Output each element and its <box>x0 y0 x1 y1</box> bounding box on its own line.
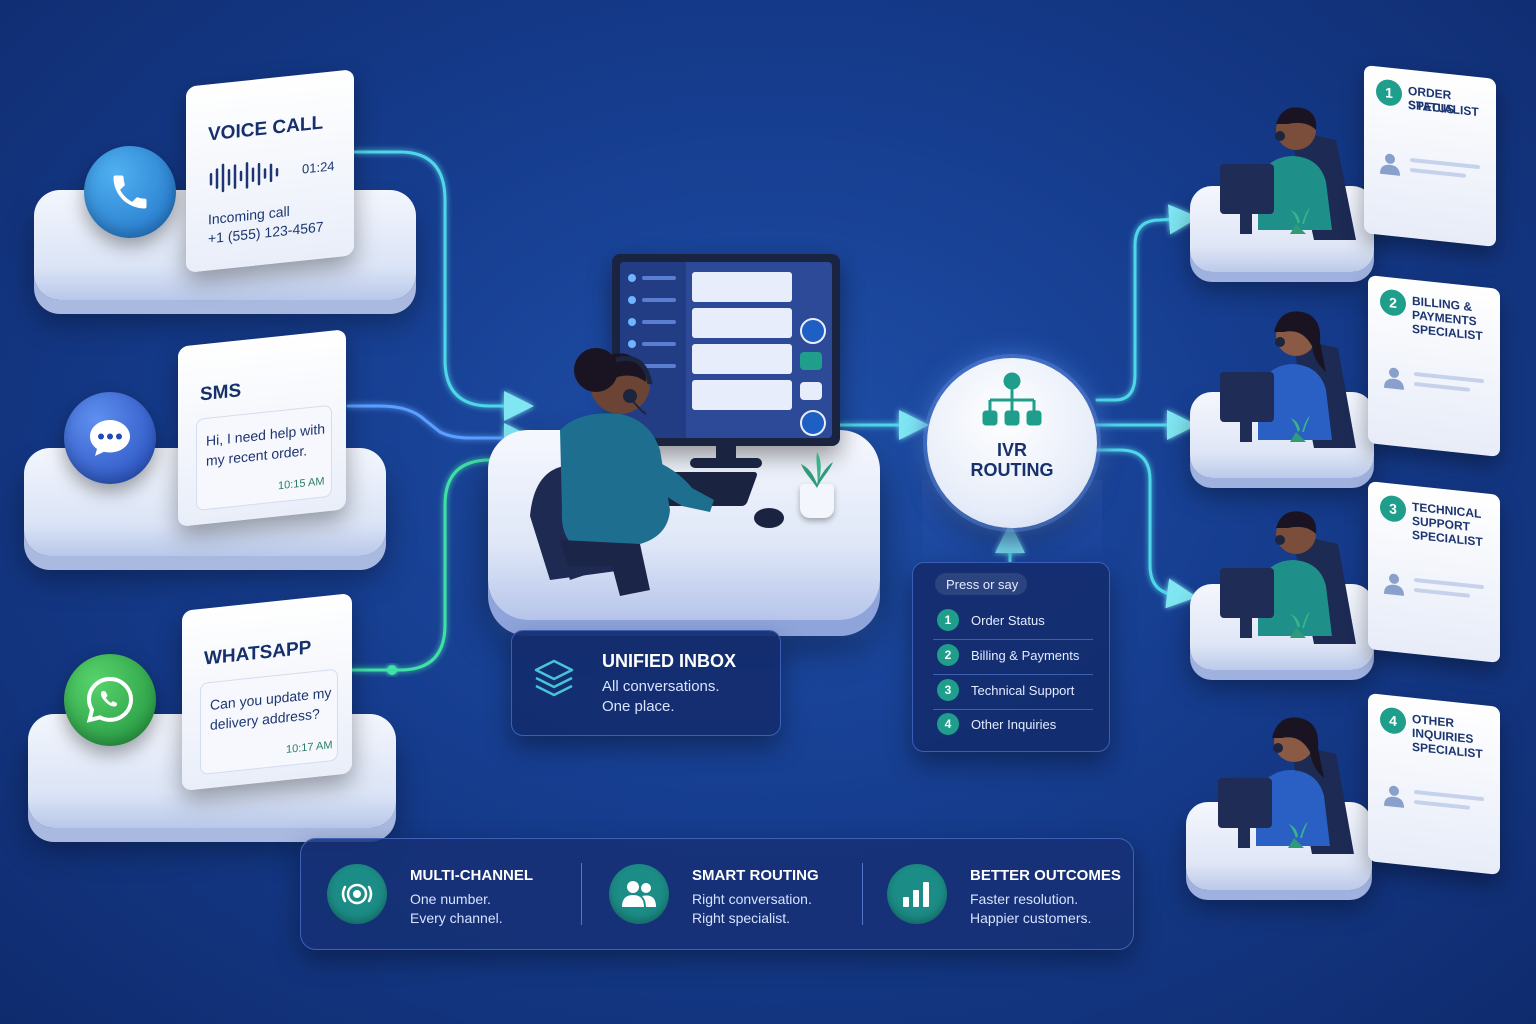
ivr-menu-header: Press or say <box>946 577 1019 592</box>
specialist-2-number: 2 <box>1380 288 1406 318</box>
benefit-2-title: SMART ROUTING <box>692 867 819 884</box>
specialist-1-card[interactable]: 1 Order Status Specialist <box>1364 65 1496 247</box>
ivr-option-4[interactable]: Other Inquiries <box>971 717 1057 732</box>
benefit-3-title: BETTER OUTCOMES <box>970 867 1121 884</box>
sms-flow-line <box>346 404 534 453</box>
central-agent-figure <box>530 348 714 596</box>
benefit-2-line2: Right specialist. <box>692 910 791 926</box>
ivr-option-1-number: 1 <box>937 609 959 631</box>
whatsapp-title: WHATSAPP <box>204 637 312 670</box>
unified-inbox-title: UNIFIED INBOX <box>602 651 737 671</box>
monitor-base <box>690 458 762 468</box>
voice-call-title: VOICE CALL <box>208 112 324 146</box>
ivr-label-line2: ROUTING <box>970 460 1054 480</box>
user-icon <box>1384 573 1404 596</box>
user-icon <box>1380 153 1400 176</box>
benefit-2-line1: Right conversation. <box>692 891 812 907</box>
ivr-label-line1: IVR <box>996 440 1027 460</box>
unified-inbox-line2: One place. <box>602 698 675 715</box>
voice-flow-line <box>353 150 534 421</box>
voice-call-card[interactable]: VOICE CALL 01:24 Incoming call +1 (555) … <box>186 69 354 273</box>
ivr-option-3-number: 3 <box>937 679 959 701</box>
specialist-4-agent <box>1218 717 1354 854</box>
screen-conversation-list <box>692 272 792 422</box>
users-icon <box>609 864 669 924</box>
user-icon <box>1384 367 1404 390</box>
chat-bubble-icon <box>90 420 130 456</box>
benefit-divider <box>862 863 863 925</box>
whatsapp-line-dot <box>387 665 397 675</box>
specialist-3-number: 3 <box>1380 494 1406 524</box>
sms-title: SMS <box>200 380 242 406</box>
benefit-1-line1: One number. <box>410 891 491 907</box>
inbox-screen <box>620 262 832 438</box>
specialist-1-agent <box>1220 107 1356 240</box>
mouse <box>754 508 784 528</box>
specialist-2-card[interactable]: 2 Billing & Payments Specialist <box>1368 275 1500 457</box>
ivr-option-2-number: 2 <box>937 644 959 666</box>
agent-monitor <box>612 254 840 446</box>
screen-channel-icons <box>800 318 826 438</box>
ivr-to-spec1-line <box>1095 204 1199 402</box>
benefits-bar: MULTI-CHANNEL One number. Every channel.… <box>300 838 1134 950</box>
benefit-3-line2: Happier customers. <box>970 910 1092 926</box>
voice-call-timer: 01:24 <box>302 158 335 177</box>
waveform-icon <box>209 162 279 193</box>
specialist-4-number: 4 <box>1380 706 1406 736</box>
ivr-option-3[interactable]: Technical Support <box>971 683 1075 698</box>
unified-inbox-panel: UNIFIED INBOX All conversations. One pla… <box>511 630 781 736</box>
phone-icon <box>113 175 147 209</box>
specialist-1-number: 1 <box>1376 78 1402 108</box>
ivr-option-4-number: 4 <box>937 713 959 735</box>
whatsapp-icon <box>86 676 134 723</box>
layers-icon <box>534 659 574 697</box>
ivr-routing-node[interactable]: IVR ROUTING <box>927 358 1097 528</box>
ivr-menu-header-pill <box>935 573 1027 595</box>
specialist-4-card[interactable]: 4 Other Inquiries Specialist <box>1368 693 1500 875</box>
specialist-3-card[interactable]: 3 Technical Support Specialist <box>1368 481 1500 663</box>
plant-pot <box>800 484 834 518</box>
ivr-to-spec3-line <box>1095 448 1197 609</box>
benefit-1-line2: Every channel. <box>410 910 503 926</box>
benefit-1-title: MULTI-CHANNEL <box>410 867 534 884</box>
sms-card[interactable]: SMS Hi, I need help with my recent order… <box>178 329 346 527</box>
sms-channel-icon <box>64 392 156 484</box>
voice-channel-icon <box>84 146 176 238</box>
benefit-divider <box>581 863 582 925</box>
ivr-option-2[interactable]: Billing & Payments <box>971 648 1080 663</box>
ivr-menu-panel: Press or say 1 Order Status 2 Billing & … <box>912 562 1110 752</box>
org-chart-icon <box>982 372 1042 426</box>
whatsapp-channel-icon <box>64 654 156 746</box>
plant-icon <box>801 452 833 488</box>
whatsapp-flow-line <box>350 445 534 672</box>
specialist-3-agent <box>1220 511 1356 644</box>
bar-chart-icon <box>887 864 947 924</box>
ivr-option-1[interactable]: Order Status <box>971 613 1045 628</box>
benefit-3-line1: Faster resolution. <box>970 891 1079 907</box>
monitor-stand <box>716 446 736 460</box>
broadcast-icon <box>327 864 387 924</box>
user-icon <box>1384 785 1404 808</box>
unified-inbox-line1: All conversations. <box>602 678 720 695</box>
whatsapp-card[interactable]: WHATSAPP Can you update my delivery addr… <box>182 593 352 791</box>
specialist-2-agent <box>1220 311 1356 448</box>
